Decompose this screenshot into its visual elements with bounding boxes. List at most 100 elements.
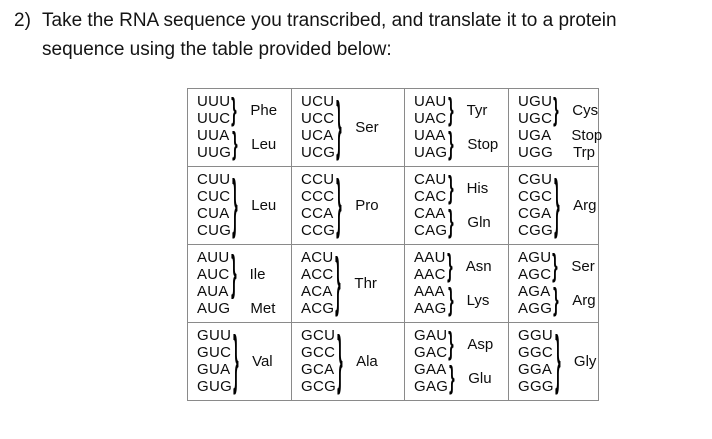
- brace-icon: }: [447, 92, 454, 128]
- codon: GUA: [197, 361, 231, 378]
- question-line-1: Take the RNA sequence you transcribed, a…: [42, 10, 617, 31]
- amino-acid-label: Pro: [355, 196, 379, 214]
- brace-icon: }: [552, 248, 559, 284]
- codon: GGC: [518, 344, 554, 361]
- question-text: 2)Take the RNA sequence you transcribed,…: [14, 6, 684, 64]
- codon: CAU: [414, 171, 447, 188]
- amino-acid-label: Asp: [467, 335, 494, 353]
- codon: GCA: [301, 361, 335, 378]
- codon: UCG: [301, 144, 336, 161]
- codon: GUU: [197, 327, 232, 344]
- brace-icon: }: [555, 324, 561, 398]
- brace-icon: }: [448, 126, 455, 162]
- codon: ACC: [301, 266, 334, 283]
- codon: AAG: [414, 300, 447, 317]
- codon: ACU: [301, 249, 334, 266]
- codon: AUU: [197, 249, 230, 266]
- brace-icon: }: [232, 126, 238, 162]
- codon: UGA: [518, 127, 552, 144]
- codon: GUC: [197, 344, 232, 361]
- codon: GCG: [301, 378, 337, 395]
- amino-acid-label: Val: [252, 352, 273, 370]
- amino-acid-label: Arg: [572, 291, 596, 309]
- amino-acid-label: Arg: [573, 196, 597, 214]
- amino-acid-label: Leu: [251, 196, 277, 214]
- amino-acid-label: Ser: [571, 257, 595, 275]
- codon: GGG: [518, 378, 554, 395]
- brace-icon: }: [337, 324, 343, 398]
- codon: UGC: [518, 110, 553, 127]
- codon: GGU: [518, 327, 554, 344]
- codon-list: UGA: [518, 127, 551, 144]
- codon: UAG: [414, 144, 448, 161]
- codon: CGU: [518, 171, 553, 188]
- codon: GAU: [414, 327, 448, 344]
- brace-icon: }: [447, 282, 454, 318]
- question-line-2: sequence using the table provided below:: [42, 39, 392, 60]
- amino-acid-label: Ile: [249, 266, 266, 283]
- amino-acid-label: Stop: [571, 127, 603, 144]
- brace-icon: }: [446, 248, 453, 284]
- brace-icon: }: [449, 360, 455, 396]
- brace-icon: }: [335, 246, 342, 320]
- codon: AUC: [197, 266, 230, 283]
- codon-group: UGA}Stop: [509, 127, 602, 144]
- codon: GCU: [301, 327, 336, 344]
- brace-icon: }: [336, 90, 342, 164]
- codon: ACG: [301, 300, 335, 317]
- codon: CUA: [197, 205, 230, 222]
- amino-acid-label: Asn: [465, 257, 492, 275]
- codon-table-row: AUUAUCAUA}IleAUG}MetACUACCACAACG}ThrAAUA…: [187, 244, 599, 323]
- codon: UUC: [197, 110, 231, 127]
- brace-icon: }: [448, 326, 455, 362]
- amino-acid-label: Stop: [467, 135, 499, 153]
- codon: AGA: [518, 283, 551, 300]
- codon: UCA: [301, 127, 334, 144]
- codon: UAU: [414, 93, 447, 110]
- codon: AGC: [518, 266, 552, 283]
- amino-acid-label: Tyr: [466, 101, 488, 119]
- brace-icon: }: [231, 92, 238, 128]
- codon: CGC: [518, 188, 553, 205]
- codon: UUU: [197, 93, 231, 110]
- codon: UAC: [414, 110, 447, 127]
- codon: UCC: [301, 110, 335, 127]
